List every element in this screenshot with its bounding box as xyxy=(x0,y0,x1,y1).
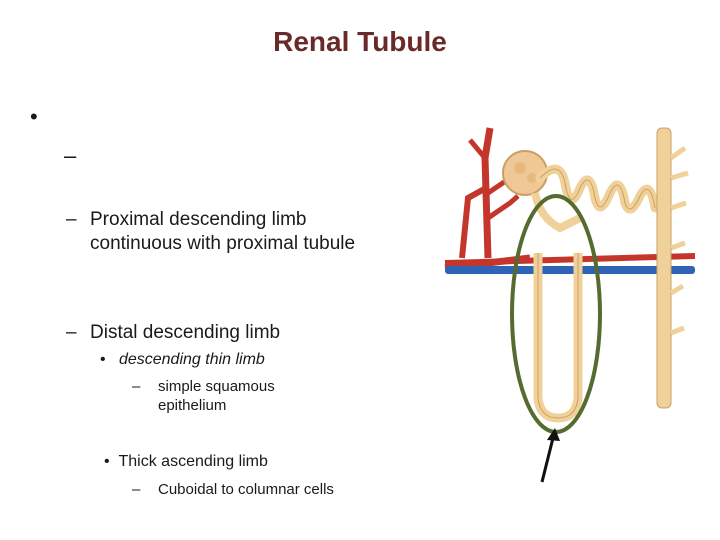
list-item: –Cuboidal to columnar cells xyxy=(132,480,398,499)
list-item: –Distal descending limb xyxy=(66,321,360,345)
cuboidal-cells-text: Cuboidal to columnar cells xyxy=(158,481,334,498)
kidney-tubule-illustration-icon xyxy=(444,127,696,434)
dash-marker: – xyxy=(132,481,141,498)
proximal-descending-limb-text: Proximal descending limb continuous with… xyxy=(90,209,356,254)
list-item: • descending thin limb xyxy=(100,351,265,369)
list-item: –Proximal descending limb continuous wit… xyxy=(66,208,360,256)
pointer-arrow-icon xyxy=(540,428,560,483)
bullet-marker: • xyxy=(104,453,110,470)
dash-marker: – xyxy=(66,209,77,230)
dash-marker: – xyxy=(66,322,77,343)
descending-thin-limb-text: descending thin limb xyxy=(118,351,265,368)
thick-ascending-limb-text: Thick ascending limb xyxy=(118,453,268,470)
slide-title: Renal Tubule xyxy=(273,26,447,57)
vein-icon xyxy=(445,266,695,274)
bullet-marker: • xyxy=(30,104,38,129)
list-item: –simple squamous epithelium xyxy=(132,377,318,415)
list-item: • Thick ascending limb xyxy=(104,453,268,471)
empty-subitem-marker: – xyxy=(64,143,77,168)
bullet-marker: • xyxy=(100,351,106,368)
collecting-duct-icon xyxy=(656,127,672,409)
simple-squamous-text: simple squamous epithelium xyxy=(158,378,275,414)
highlight-ellipse-icon xyxy=(510,194,602,434)
dash-marker: – xyxy=(132,378,141,395)
proximal-tubule-icon xyxy=(535,164,660,214)
distal-descending-limb-text: Distal descending limb xyxy=(90,322,281,343)
loop-of-henle-icon xyxy=(533,253,583,423)
